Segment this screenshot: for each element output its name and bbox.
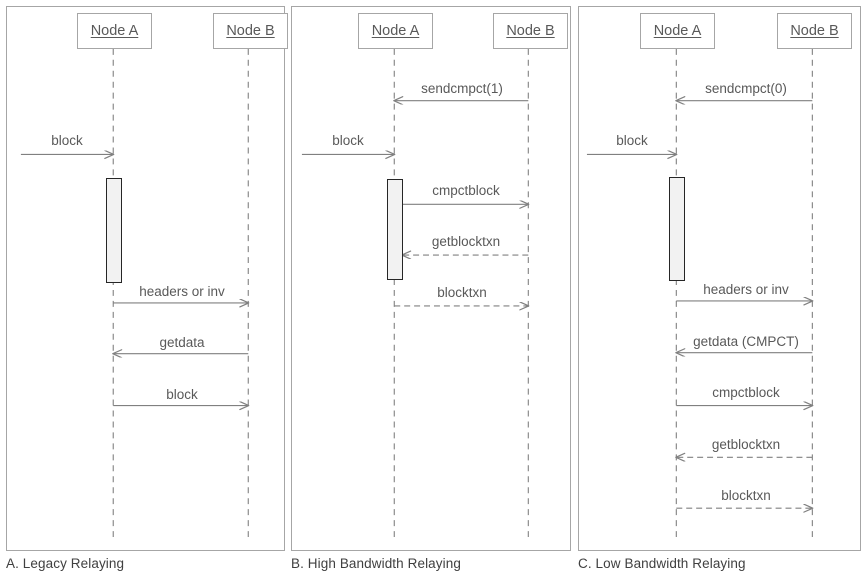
participant-label: Node B [506,23,555,39]
panel-vector-layer [20,48,284,543]
activation-bar [669,177,685,281]
diagram-panel-c: Node A Node B sendcmpct(0) block headers or … [578,6,861,551]
panel-vector-layer [301,48,570,543]
activation-bar [387,179,403,280]
message-label: sendcmpct(0) [705,81,787,96]
participant-label: Node A [653,23,702,39]
participant-box-node-b[interactable]: Node B [777,13,852,49]
message-label: block [616,133,648,148]
message-label: block [332,133,364,148]
participant-label: Node B [226,23,275,39]
participant-box-node-b[interactable]: Node B [213,13,288,49]
message-label: cmpctblock [712,385,780,400]
participant-label: Node A [371,23,420,39]
message-label: block [166,387,198,402]
panel-caption-b: B. High Bandwidth Relaying [291,556,461,571]
message-label: headers or inv [139,284,225,299]
participant-box-node-a[interactable]: Node A [77,13,152,49]
participant-box-node-a[interactable]: Node A [640,13,715,49]
diagram-panel-a: Node A Node B block headers or inv getdata bl… [6,6,288,551]
message-label: getdata [159,335,205,350]
panel-vector-layer [586,48,860,543]
panel-caption-c: C. Low Bandwidth Relaying [578,556,746,571]
panel-caption-a: A. Legacy Relaying [6,556,125,571]
message-label: headers or inv [703,282,789,297]
message-label: getblocktxn [711,437,781,452]
activation-bar [106,178,122,283]
message-label: blocktxn [721,488,771,503]
participant-box-node-b[interactable]: Node B [493,13,568,49]
diagram-panel-b: Node A Node B sendcmpct(1) block cmpctblock g… [291,6,571,551]
participant-label: Node B [790,23,839,39]
message-label: getdata (CMPCT) [693,334,799,349]
message-label: block [51,133,83,148]
message-label: blocktxn [437,285,487,300]
message-label: sendcmpct(1) [421,81,503,96]
participant-box-node-a[interactable]: Node A [358,13,433,49]
participant-label: Node A [90,23,139,39]
message-label: cmpctblock [432,183,500,198]
message-label: getblocktxn [431,234,501,249]
